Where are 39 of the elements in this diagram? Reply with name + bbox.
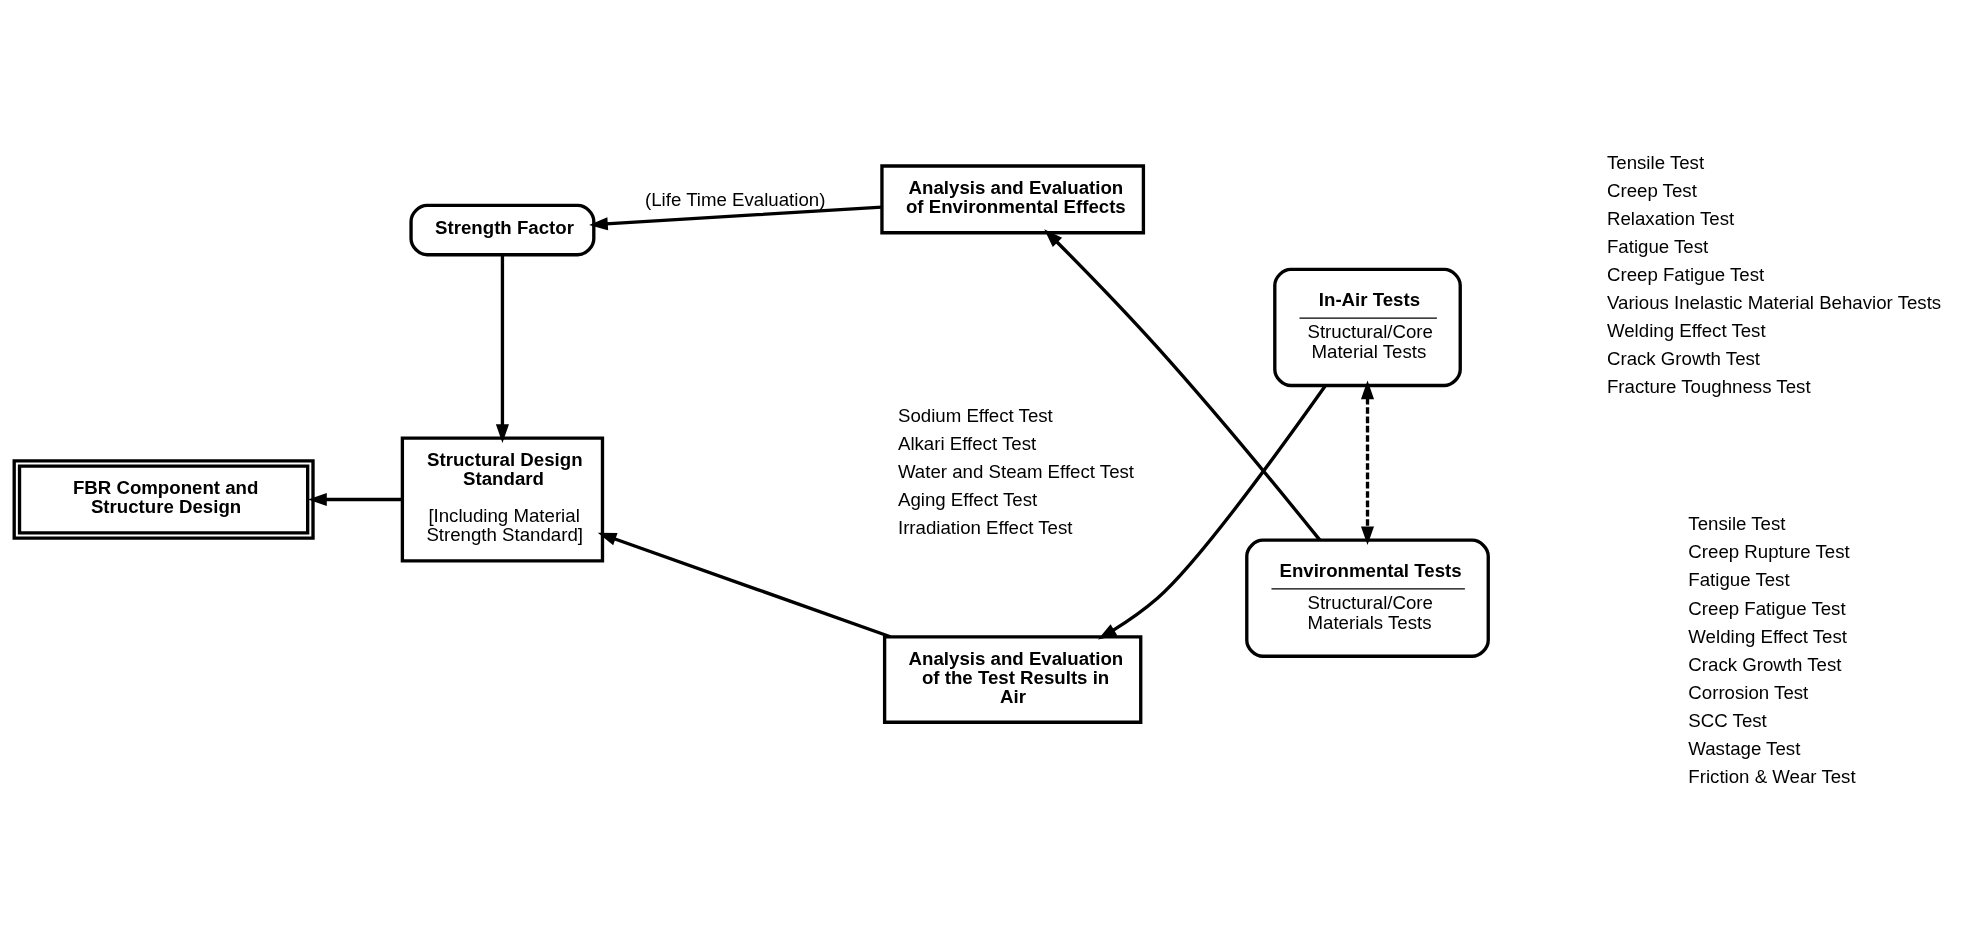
node-label: Fatigue Test [1688, 569, 1790, 591]
arrow [597, 532, 891, 639]
node-label: SCC Test [1688, 709, 1767, 731]
node-label: Friction & Wear Test [1688, 765, 1856, 787]
node-label: Welding Effect Test [1606, 320, 1766, 342]
arrow [1044, 229, 1321, 541]
node-label: Creep Rupture Test [1688, 541, 1850, 563]
node-label: Crack Growth Test [1606, 348, 1761, 370]
node-label: Creep Fatigue Test [1606, 264, 1765, 286]
node-label: Relaxation Test [1606, 207, 1735, 229]
node-label: Alkari Effect Test [897, 433, 1037, 455]
node-label: Corrosion Test [1688, 681, 1809, 703]
node-box: In-Air Tests Structural/Core Material Tests [1273, 267, 1462, 388]
node-box: Structural Design Standard [Including Material Strength Standard] [400, 436, 605, 563]
node-label: Creep Fatigue Test [1688, 597, 1846, 619]
arrow [308, 492, 403, 507]
node-label: Fatigue Test [1606, 235, 1709, 257]
node-box: Analysis and Evaluation of Environmental Effects [880, 164, 1146, 235]
node-label: Aging Effect Test [897, 489, 1038, 511]
node-label: Various Inelastic Material Behavior Tests [1606, 292, 1942, 314]
arrow [589, 205, 883, 231]
node-label: Sodium Effect Test [897, 405, 1053, 427]
node-label: Fracture Toughness Test [1606, 376, 1811, 398]
node-box: Environmental Tests Structural/Core Materials Tests [1245, 538, 1490, 658]
arrow [1097, 384, 1327, 640]
node-label: Irradiation Effect Test [897, 517, 1073, 539]
edge-label: (Life Time Evaluation) [644, 189, 826, 211]
node-label: Welding Effect Test [1688, 625, 1848, 647]
node-label: Wastage Test [1688, 737, 1801, 759]
node-label: Tensile Test [1688, 513, 1786, 535]
node-box: Analysis and Evaluation of the Test Results in Air [882, 635, 1143, 724]
node-label: Tensile Test [1606, 151, 1705, 173]
node-label: Water and Steam Effect Test [897, 461, 1135, 483]
node-label: Creep Test [1606, 179, 1697, 201]
arrow [495, 254, 509, 443]
node-box: Strength Factor [409, 203, 596, 257]
arrow [1360, 380, 1375, 546]
node-box: FBR Component and Structure Design [12, 459, 315, 540]
node-label: Crack Growth Test [1688, 653, 1842, 675]
